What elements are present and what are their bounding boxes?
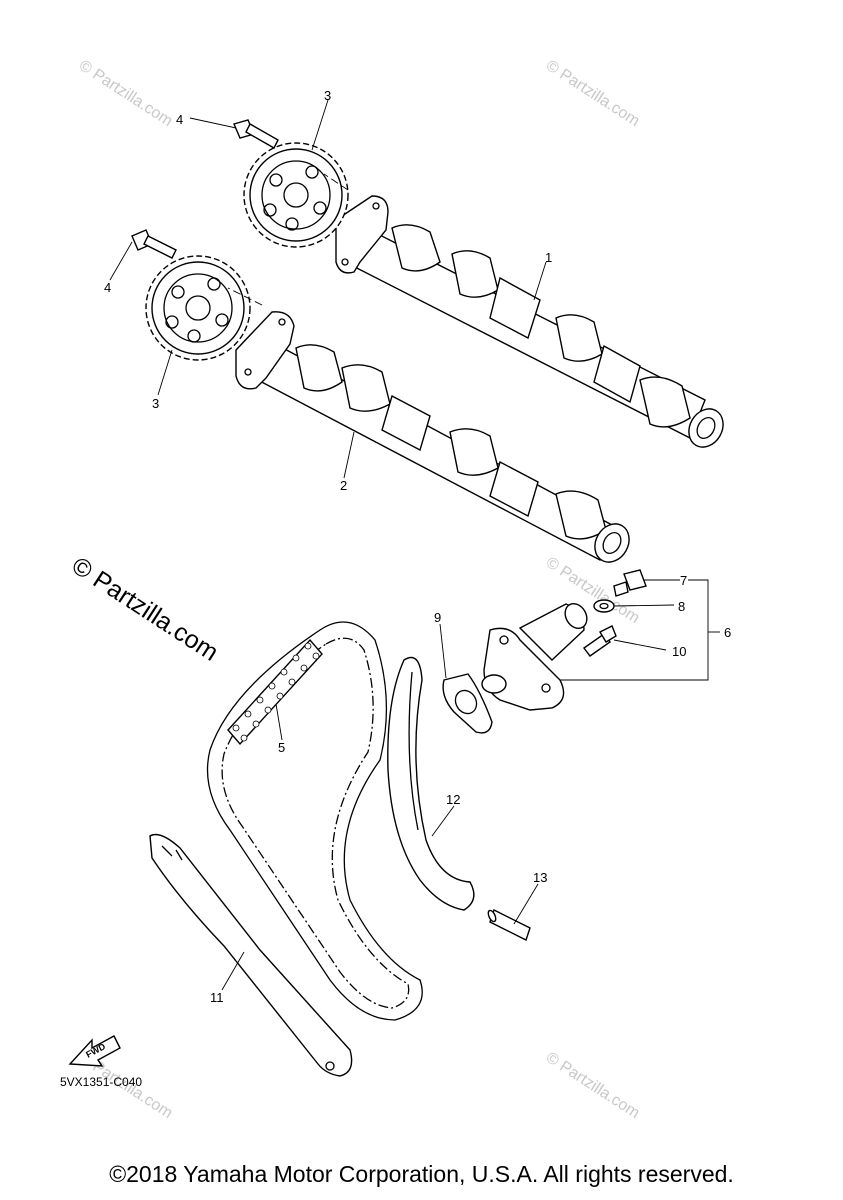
watermark-main: © Partzilla.com [67,552,224,667]
callout-4-lower: 4 [104,280,111,295]
timing-chain [206,621,423,1021]
watermark: © Partzilla.com [543,1049,643,1122]
sprocket-bolt-upper [233,119,279,149]
callout-13: 13 [533,870,547,885]
callout-2: 2 [340,478,347,493]
diagram-code: 5VX1351-C040 [60,1075,143,1089]
callout-3-upper: 3 [324,88,331,103]
chain-tensioner [481,602,588,711]
forward-arrow-icon: FWD [68,1035,121,1067]
sprocket-lower [145,255,251,361]
callout-1: 1 [545,250,552,265]
callout-10: 10 [672,644,686,659]
callout-9: 9 [434,610,441,625]
callout-6: 6 [724,625,731,640]
copyright-notice: ©2018 Yamaha Motor Corporation, U.S.A. A… [109,1161,734,1187]
chain-guide-stationary [149,833,353,1077]
tensioner-gasket [442,673,493,734]
tensioner-cap-bolt [613,569,647,597]
watermark: © Partzilla.com [76,57,176,130]
callout-5: 5 [278,740,285,755]
callout-11: 11 [210,990,224,1005]
callout-12: 12 [446,792,460,807]
camshaft-exhaust [335,195,724,448]
callout-7: 7 [680,573,687,588]
guide-pin [487,909,531,941]
gasket-washer [593,599,615,613]
sprocket-upper [243,142,349,248]
callout-labels: 1 2 3 3 4 4 5 6 7 8 9 10 11 12 13 [104,88,731,1005]
camshaft-intake [235,311,630,563]
sprocket-bolt-lower [131,229,177,259]
chain-guide-tensioner-side [387,656,475,911]
watermark: © Partzilla.com [543,57,643,130]
leader-lines [109,99,720,991]
callout-4-upper: 4 [176,112,183,127]
callout-3-lower: 3 [152,396,159,411]
tensioner-bolt [583,625,617,657]
callout-8: 8 [678,599,685,614]
